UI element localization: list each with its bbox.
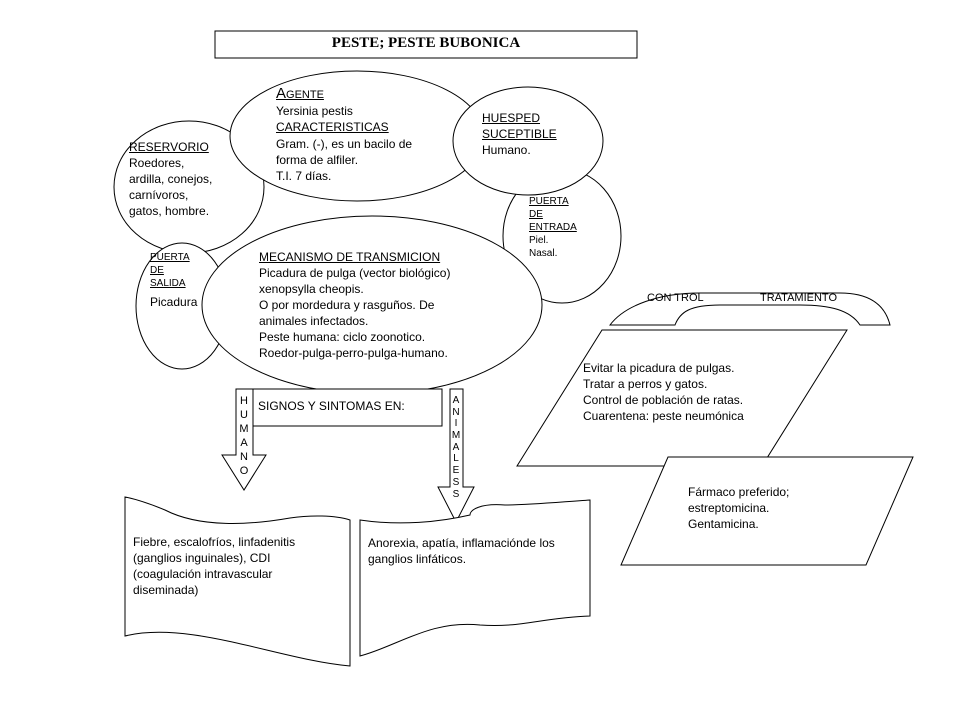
control-text-line-1: Evitar la picadura de pulgas. xyxy=(583,361,735,375)
huesped-heading-2: SUCEPTIBLE xyxy=(482,127,557,141)
humano-text-line-4: diseminada) xyxy=(133,583,199,597)
humano-text-line-1: Fiebre, escalofríos, linfadenitis xyxy=(133,535,296,549)
humano-text-line-2: (ganglios inguinales), CDI xyxy=(133,551,271,565)
animales-letter: I xyxy=(454,418,458,430)
animales-letter: E xyxy=(452,465,460,477)
reservorio-line-1: Roedores, xyxy=(129,156,185,170)
control-text-line-3: Control de población de ratas. xyxy=(583,393,744,407)
signos-box xyxy=(252,388,443,427)
humano-letter: N xyxy=(240,451,248,463)
mecanismo-line-3: O por mordedura y rasguños. De xyxy=(259,298,435,312)
humano-arrow xyxy=(221,388,267,491)
agente-heading-rest: GENTE xyxy=(286,89,324,101)
huesped-heading-1: HUESPED xyxy=(482,111,541,125)
agente-line-1: Gram. (-), es un bacilo de xyxy=(276,137,413,151)
puerta-entrada-heading-2: DE xyxy=(529,209,543,220)
agente-caracteristicas-heading: CARACTERISTICAS xyxy=(276,120,389,134)
animales-text-line-1: Anorexia, apatía, inflamaciónde los xyxy=(368,536,555,550)
humano-letter: U xyxy=(240,409,248,421)
animales-arrow xyxy=(437,388,475,524)
reservorio-heading: RESERVORIO xyxy=(129,140,209,154)
humano-text-line-3: (coagulación intravascular xyxy=(133,567,273,581)
mecanismo-line-4: animales infectados. xyxy=(259,314,369,328)
mecanismo-line-6: Roedor-pulga-perro-pulga-humano. xyxy=(259,346,448,360)
animales-letter: M xyxy=(451,430,461,442)
reservorio-line-2: ardilla, conejos, xyxy=(129,172,213,186)
puerta-entrada-heading-1: PUERTA xyxy=(529,196,569,207)
title-box xyxy=(214,30,638,59)
mecanismo-line-2: xenopsylla cheopis. xyxy=(259,282,364,296)
mecanismo-line-5: Peste humana: ciclo zoonotico. xyxy=(259,330,426,344)
animales-letter: L xyxy=(453,453,459,465)
tratamiento-text-line-1: Fármaco preferido; xyxy=(688,485,790,499)
control-text-line-4: Cuarentena: peste neumónica xyxy=(583,409,744,423)
signos-label: SIGNOS Y SINTOMAS EN: xyxy=(258,399,405,413)
animales-letter: S xyxy=(452,488,460,500)
control-tratamiento-header-shape xyxy=(608,292,891,326)
puerta-entrada-line-1: Piel. xyxy=(529,235,549,246)
humano-letter: H xyxy=(240,395,248,407)
puerta-entrada-line-2: Nasal. xyxy=(529,248,558,259)
puerta-salida-heading-1: PUERTA xyxy=(150,252,190,263)
puerta-salida-heading-3: SALIDA xyxy=(150,278,186,289)
puerta-salida-line-1: Picadura xyxy=(150,295,198,309)
agente-line-2: forma de alfiler. xyxy=(276,153,359,167)
animales-letter: A xyxy=(452,395,460,406)
animales-letter: A xyxy=(452,441,460,453)
mecanismo-line-1: Picadura de pulga (vector biológico) xyxy=(259,266,451,280)
reservorio-line-4: gatos, hombre. xyxy=(129,204,210,218)
control-label: CON TROL xyxy=(647,292,704,304)
humano-letter: A xyxy=(240,437,248,449)
page-title: PESTE; PESTE BUBONICA xyxy=(331,35,521,51)
puerta-salida-heading-2: DE xyxy=(150,265,164,276)
animales-letter: N xyxy=(452,406,460,418)
puerta-entrada-heading-3: ENTRADA xyxy=(529,222,577,233)
control-text-line-2: Tratar a perros y gatos. xyxy=(583,377,708,391)
agente-heading-cap: A xyxy=(276,85,287,102)
animales-vertical-label: A N I M A L E S S xyxy=(450,395,462,500)
tratamiento-label: TRATAMIENTO xyxy=(760,292,837,304)
humano-vertical-label: H U M A N O xyxy=(238,396,250,480)
reservorio-line-3: carnívoros, xyxy=(129,188,189,202)
tratamiento-text-line-2: estreptomicina. xyxy=(688,501,770,515)
mecanismo-heading: MECANISMO DE TRANSMICION xyxy=(259,250,441,264)
agente-heading: AGENTE xyxy=(276,86,324,103)
humano-letter: O xyxy=(239,465,249,477)
animales-letter: S xyxy=(452,476,460,488)
tratamiento-parallelogram xyxy=(620,456,914,566)
animales-document-shape xyxy=(359,499,591,657)
huesped-ellipse xyxy=(452,86,604,196)
humano-document-shape xyxy=(124,496,351,667)
animales-text-line-2: ganglios linfáticos. xyxy=(368,552,467,566)
agente-organism: Yersinia pestis xyxy=(276,104,353,118)
humano-letter: M xyxy=(239,423,249,435)
tratamiento-text-line-3: Gentamicina. xyxy=(688,517,759,531)
agente-line-3: T.I. 7 días. xyxy=(276,169,332,183)
huesped-line-1: Humano. xyxy=(482,143,531,157)
